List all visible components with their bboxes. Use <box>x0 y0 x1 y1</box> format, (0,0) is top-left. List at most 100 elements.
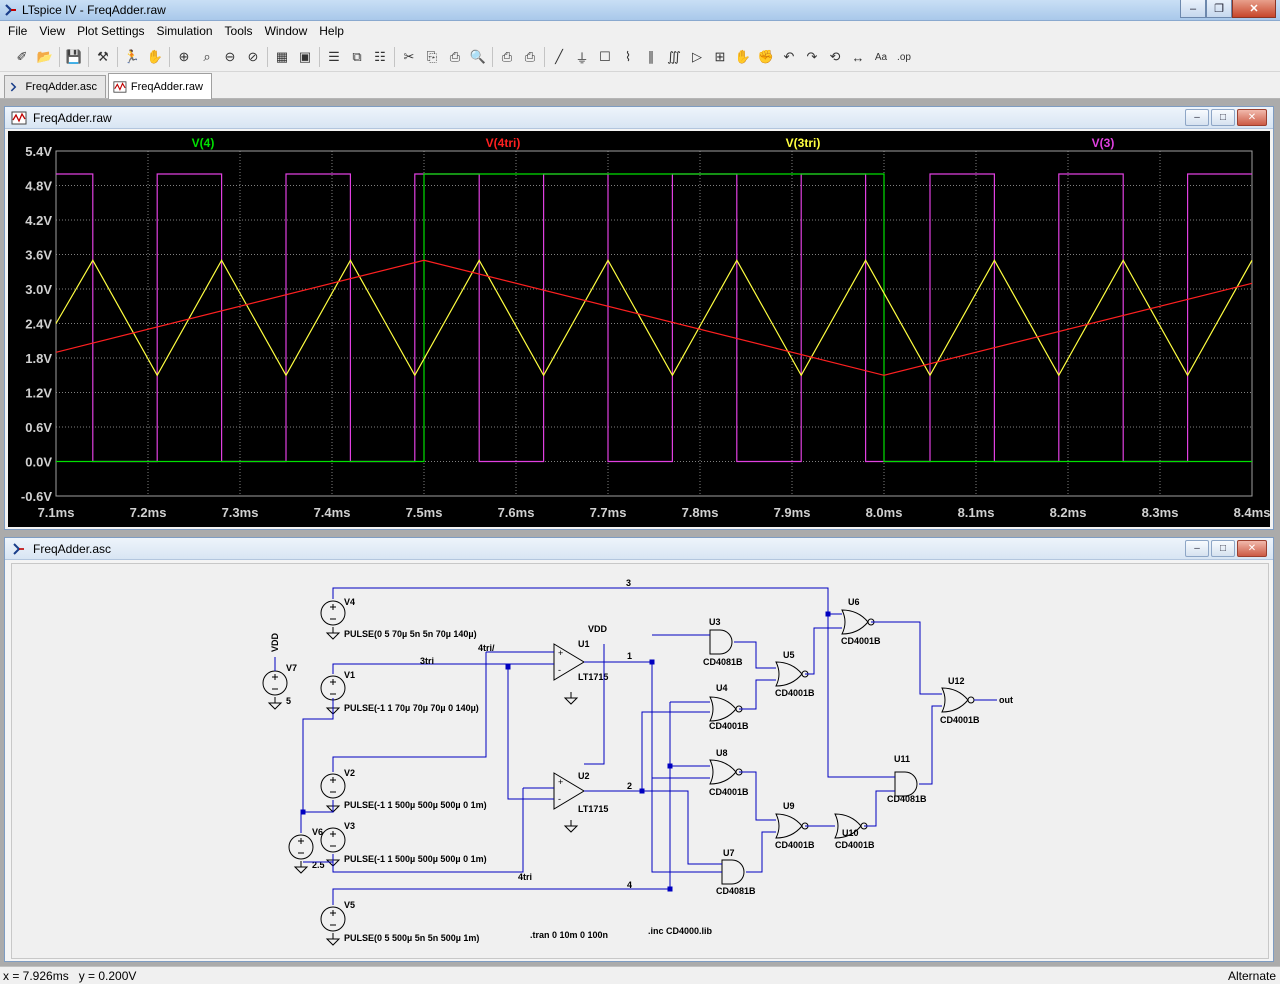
zoom-fit-icon[interactable]: ▣ <box>298 49 312 64</box>
junction-dot <box>649 659 655 665</box>
close-button[interactable]: ✕ <box>1237 540 1267 557</box>
rotate-icon[interactable]: ⟲ <box>829 49 841 64</box>
voltage-source-v2[interactable] <box>320 773 346 799</box>
logic-gate-u12[interactable] <box>941 687 969 713</box>
print-setup-icon[interactable]: ⎙ <box>501 49 513 64</box>
drag-icon[interactable]: ✊ <box>757 49 775 64</box>
pan-icon[interactable]: ✋ <box>146 49 164 64</box>
minimize-button[interactable]: – <box>1180 0 1206 18</box>
wire <box>746 831 776 873</box>
logic-gate-u4[interactable] <box>709 696 737 722</box>
opamp-u1[interactable] <box>553 643 585 681</box>
undo-icon[interactable]: ↶ <box>783 49 795 64</box>
opamp-u2[interactable] <box>553 772 585 810</box>
logic-gate-u3[interactable] <box>709 629 733 655</box>
legend-trace-label[interactable]: V(3tri) <box>786 136 821 150</box>
restore-button[interactable]: ❐ <box>1206 0 1232 18</box>
net-label-vdd: VDD <box>270 632 280 652</box>
logic-gate-u6[interactable] <box>841 609 869 635</box>
capacitor-icon[interactable]: ∥ <box>647 49 655 64</box>
schematic-window-titlebar[interactable]: FreqAdder.asc – □ ✕ <box>5 538 1273 560</box>
open-icon[interactable]: 📂 <box>36 49 54 64</box>
move-icon[interactable]: ✋ <box>734 49 752 64</box>
menu-help[interactable]: Help <box>319 24 344 38</box>
close-button[interactable]: ✕ <box>1237 109 1267 126</box>
component-value: 5 <box>286 696 291 706</box>
spice-directive-icon[interactable]: .op <box>897 51 911 63</box>
minimize-button[interactable]: – <box>1185 540 1209 557</box>
zoom-box-icon[interactable]: ⌕ <box>203 49 211 64</box>
menu-window[interactable]: Window <box>264 24 308 38</box>
menu-tools[interactable]: Tools <box>224 24 253 38</box>
paste-icon[interactable]: ⎙ <box>449 49 461 64</box>
tile-vertical-icon[interactable]: ☷ <box>374 49 386 64</box>
waveform-window-titlebar[interactable]: FreqAdder.raw – □ ✕ <box>5 107 1273 129</box>
logic-gate-u8[interactable] <box>709 759 737 785</box>
menu-file[interactable]: File <box>8 24 28 38</box>
logic-gate-u9[interactable] <box>775 813 803 839</box>
find-icon[interactable]: 🔍 <box>469 49 487 64</box>
voltage-source-v4[interactable] <box>320 600 346 626</box>
legend-trace-label[interactable]: V(3) <box>1092 136 1115 150</box>
component-model: CD4001B <box>775 688 815 698</box>
tab-freqadder-asc[interactable]: FreqAdder.asc <box>4 75 106 98</box>
voltage-source-v5[interactable] <box>320 906 346 932</box>
redo-icon[interactable]: ↷ <box>806 49 818 64</box>
zoom-out-icon[interactable]: ⊖ <box>224 49 236 64</box>
resistor-icon[interactable]: ⌇ <box>624 49 632 64</box>
tab-bar: FreqAdder.asc FreqAdder.raw <box>0 72 1280 99</box>
menu-view[interactable]: View <box>39 24 66 38</box>
diode-icon[interactable]: ▷ <box>692 49 702 64</box>
voltage-source-v6[interactable] <box>288 834 314 860</box>
inductor-icon[interactable]: ∭ <box>667 49 681 64</box>
status-mode: Alternate <box>1227 969 1276 983</box>
maximize-button[interactable]: □ <box>1211 109 1235 126</box>
zoom-in-icon[interactable]: ⊕ <box>178 49 190 64</box>
logic-gate-u10[interactable] <box>834 813 862 839</box>
print-icon[interactable]: ⎙ <box>524 49 536 64</box>
menu-plot-settings[interactable]: Plot Settings <box>77 24 145 38</box>
text-icon[interactable]: Aa <box>874 51 888 63</box>
cascade-icon[interactable]: ⧉ <box>352 49 362 64</box>
wire <box>871 621 942 695</box>
component-ref: V6 <box>312 827 323 837</box>
new-schematic-icon[interactable]: ✐ <box>16 49 28 64</box>
legend-trace-label[interactable]: V(4tri) <box>486 136 521 150</box>
logic-gate-u5[interactable] <box>775 661 803 687</box>
voltage-source-v3[interactable] <box>320 827 346 853</box>
legend-trace-label[interactable]: V(4) <box>192 136 215 150</box>
zoom-cancel-icon[interactable]: ⊘ <box>247 49 259 64</box>
logic-gate-u7[interactable] <box>721 859 745 885</box>
minimize-button[interactable]: – <box>1185 109 1209 126</box>
run-icon[interactable]: 🏃 <box>123 49 141 64</box>
maximize-button[interactable]: □ <box>1211 540 1235 557</box>
save-icon[interactable]: 💾 <box>65 49 83 64</box>
status-bar: x = 7.926ms y = 0.200V Alternate <box>0 966 1280 984</box>
logic-gate-u11[interactable] <box>894 771 918 797</box>
tile-horizontal-icon[interactable]: ☰ <box>328 49 340 64</box>
autorange-icon[interactable]: ▦ <box>275 49 289 64</box>
close-button[interactable]: ✕ <box>1232 0 1276 18</box>
ground-icon[interactable]: ⏚ <box>575 50 589 66</box>
component-icon[interactable]: ⊞ <box>714 49 726 64</box>
mirror-icon[interactable]: ↔ <box>851 49 865 65</box>
menu-simulation[interactable]: Simulation <box>156 24 213 38</box>
label-net-icon[interactable]: ☐ <box>599 49 611 64</box>
x-tick-label: 7.6ms <box>498 505 535 520</box>
cut-icon[interactable]: ✂ <box>403 49 415 64</box>
x-tick-label: 8.4ms <box>1234 505 1270 520</box>
x-tick-label: 7.9ms <box>774 505 811 520</box>
component-ref: U6 <box>848 597 860 607</box>
copy-icon[interactable]: ⎘ <box>426 49 438 64</box>
y-tick-label: 2.4V <box>25 317 52 332</box>
tab-freqadder-raw[interactable]: FreqAdder.raw <box>108 73 212 99</box>
control-panel-icon[interactable]: ⚒ <box>97 49 109 64</box>
ltspice-logo-icon <box>5 4 16 16</box>
wire-icon[interactable]: ╱ <box>555 49 563 64</box>
